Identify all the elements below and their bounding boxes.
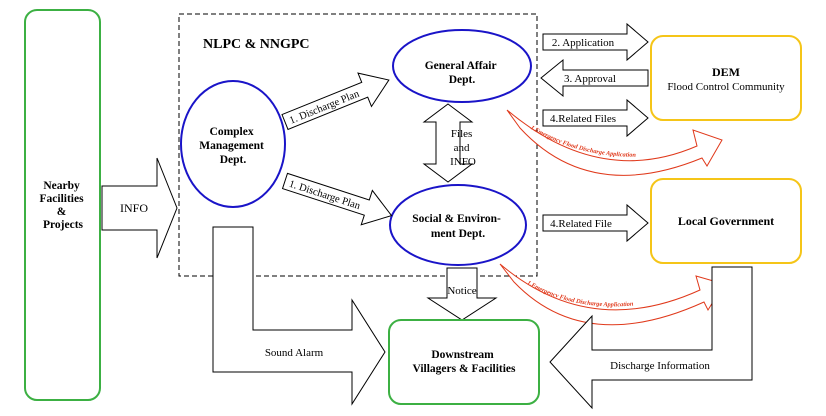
approval-arrow	[540, 58, 649, 98]
dem-box	[650, 35, 802, 121]
discharge-plan-arrow-upper	[281, 72, 390, 131]
info-arrow	[101, 157, 178, 259]
related-files-arrow	[542, 98, 649, 138]
notice-arrow	[426, 267, 498, 321]
info-arrow-label: INFO	[120, 201, 148, 215]
general-affair-node	[392, 29, 532, 103]
files-info-double-arrow	[422, 103, 474, 183]
social-environment-node	[389, 184, 527, 266]
downstream-box	[388, 319, 540, 405]
related-file-label: 4.Related File	[550, 218, 612, 230]
discharge-information-arrow	[549, 266, 753, 410]
organization-boundary	[178, 13, 538, 277]
discharge-information-label: Discharge Information	[610, 360, 710, 372]
complex-management-label: Complex Management Dept.	[199, 126, 266, 166]
related-files-label: 4.Related Files	[550, 113, 616, 125]
files-info-label: Files and INFO	[450, 128, 476, 168]
approval-label: 3. Approval	[564, 73, 616, 85]
emergency-discharge-arrow-upper	[506, 109, 723, 176]
sound-alarm-arrow	[212, 226, 386, 406]
discharge-plan-arrow-lower	[281, 172, 393, 226]
application-label: 2. Application	[552, 37, 615, 49]
nearby-facilities-box	[24, 9, 101, 401]
complex-management-node	[180, 80, 286, 208]
sound-alarm-label: Sound Alarm	[265, 347, 324, 359]
related-file-arrow	[542, 203, 649, 243]
application-arrow	[542, 22, 649, 62]
dem-subtitle: Flood Control Community	[667, 81, 785, 93]
nearby-facilities-label: Nearby Facilities & Projects	[40, 180, 87, 231]
notice-label: Notice	[447, 285, 476, 297]
emergency-discharge-arrow-lower	[499, 263, 725, 326]
dem-title: DEM	[712, 65, 740, 79]
local-government-label: Local Government	[678, 214, 774, 228]
general-affair-label: General Affair Dept.	[425, 60, 500, 86]
local-government-box	[650, 178, 802, 264]
organization-title: NLPC & NNGPC	[203, 37, 310, 52]
downstream-label: Downstream Villagers & Facilities	[412, 349, 516, 375]
social-environment-label: Social & Environ- ment Dept.	[412, 213, 503, 240]
